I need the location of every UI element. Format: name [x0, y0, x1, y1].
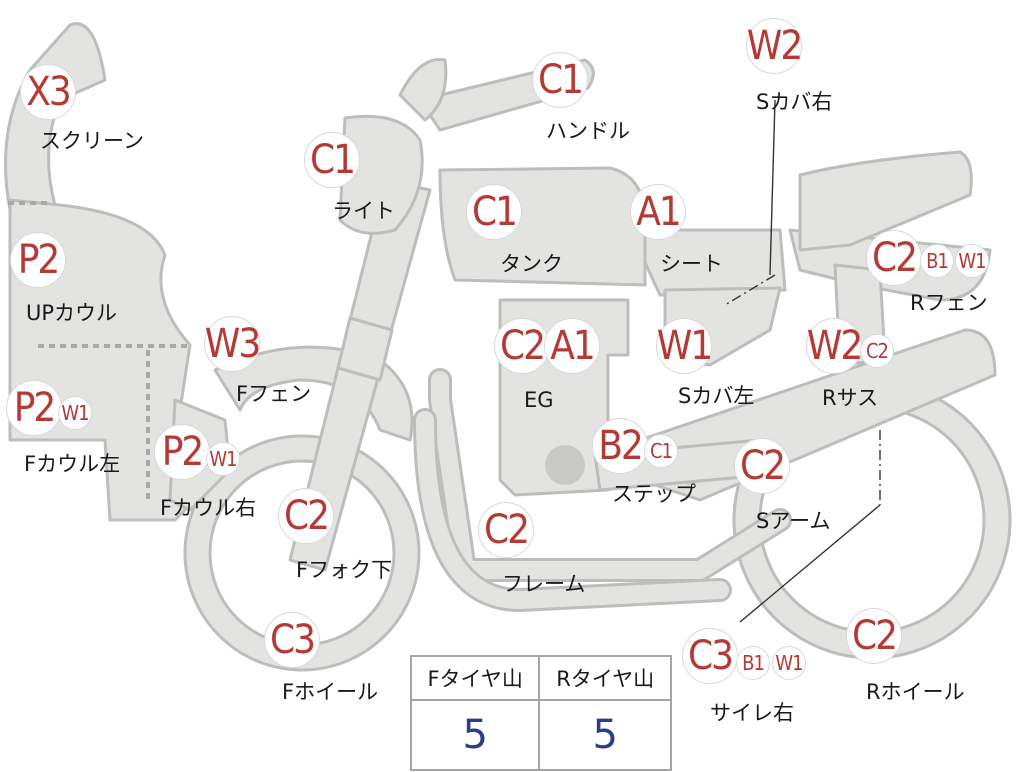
part-label-seat: シート [660, 252, 723, 276]
rating-badge[interactable]: B2 [592, 418, 648, 474]
rating-badge[interactable]: B1 [736, 646, 770, 680]
s-cover-right-leader [769, 99, 776, 276]
part-label-tank: タンク [500, 252, 563, 276]
rating-badge[interactable]: A1 [544, 318, 600, 374]
rating-badge[interactable]: W2 [746, 18, 803, 74]
part-label-up-cowl: UPカウル [26, 301, 118, 325]
rating-badge[interactable]: X3 [20, 64, 76, 120]
rating-badge[interactable]: C2 [494, 318, 550, 374]
rating-badge[interactable]: W1 [58, 396, 92, 430]
part-label-r-suspension: Rサス [822, 386, 879, 410]
rating-badge[interactable]: P2 [10, 232, 66, 288]
rating-badge[interactable]: C2 [860, 334, 894, 368]
rating-badge[interactable]: C2 [478, 502, 534, 558]
rating-badge[interactable]: C2 [866, 230, 922, 286]
rating-badge[interactable]: C1 [466, 184, 522, 240]
seat-shape [628, 228, 787, 297]
part-label-light: ライト [332, 199, 395, 223]
part-label-engine: EG [524, 388, 554, 412]
part-label-step: ステップ [612, 482, 696, 506]
rating-badge[interactable]: P2 [6, 380, 62, 436]
rating-badge[interactable]: W1 [206, 442, 240, 476]
part-label-r-wheel: Rホイール [866, 680, 965, 704]
rating-badge[interactable]: W2 [806, 318, 863, 374]
part-label-f-cowl-right: Fカウル右 [160, 496, 257, 520]
rating-badge[interactable]: W1 [772, 646, 806, 680]
rating-badge[interactable]: B1 [920, 244, 954, 278]
part-label-r-fender: Rフェン [910, 291, 988, 315]
part-label-screen: スクリーン [40, 129, 144, 153]
r-tire-value: 5 [538, 699, 672, 771]
rating-badge[interactable]: C1 [644, 434, 678, 468]
rating-badge[interactable]: A1 [630, 184, 686, 240]
r-tire-header: Rタイヤ山 [538, 655, 672, 701]
rating-badge[interactable]: W3 [204, 316, 261, 372]
rating-badge[interactable]: C1 [304, 132, 360, 188]
rating-badge[interactable]: P2 [154, 424, 210, 480]
part-label-f-wheel: Fホイール [282, 680, 379, 704]
rating-badge[interactable]: C3 [264, 612, 320, 668]
rating-badge[interactable]: C2 [846, 608, 902, 664]
rating-badge[interactable]: W1 [656, 318, 713, 374]
part-label-s-cover-left: Sカバ左 [678, 384, 755, 408]
f-tire-header: Fタイヤ山 [409, 655, 541, 701]
part-label-s-arm: Sアーム [756, 509, 831, 533]
part-label-f-cowl-left: Fカウル左 [24, 452, 121, 476]
part-label-f-fork-lower: Fフォク下 [296, 558, 393, 582]
rating-badge[interactable]: C2 [278, 488, 334, 544]
f-tire-value: 5 [409, 699, 541, 771]
light-shape [338, 114, 424, 235]
rating-badge[interactable]: C1 [532, 52, 588, 108]
part-label-f-fender: Fフェン [236, 382, 312, 406]
part-label-s-cover-right: Sカバ右 [756, 90, 833, 114]
rating-badge[interactable]: C2 [734, 438, 790, 494]
part-label-handle: ハンドル [546, 119, 630, 143]
rating-badge[interactable]: C3 [682, 628, 738, 684]
part-label-muffler-right: サイレ右 [710, 701, 794, 725]
tire-tread-table: Fタイヤ山 Rタイヤ山 5 5 [409, 655, 672, 771]
part-label-frame: フレーム [502, 572, 586, 596]
rating-badge[interactable]: W1 [955, 244, 989, 278]
